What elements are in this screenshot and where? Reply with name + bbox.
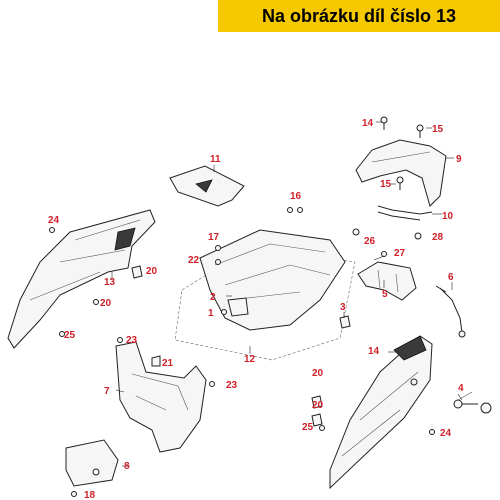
- callout-13: 13: [104, 277, 116, 288]
- part-6-cable[interactable]: [435, 285, 466, 338]
- callout-25: 25: [302, 422, 314, 433]
- callout-7: 7: [104, 386, 110, 397]
- callout-9: 9: [456, 154, 462, 165]
- callout-26: 26: [364, 236, 376, 247]
- callout-2: 2: [210, 292, 216, 303]
- part-8-cover-plate[interactable]: [65, 439, 119, 487]
- part-10-bracket[interactable]: [377, 205, 433, 221]
- callout-25: 25: [64, 330, 76, 341]
- part-9-grab-handle[interactable]: [355, 139, 447, 207]
- highlight-banner: Na obrázku díl číslo 13: [218, 0, 500, 32]
- part-7-front-cover[interactable]: [115, 341, 207, 453]
- callout-11: 11: [210, 154, 221, 165]
- callout-16: 15: [380, 179, 392, 190]
- callout-19: 18: [84, 490, 96, 500]
- callout-8: 8: [124, 461, 130, 472]
- leader-lines: [111, 121, 463, 467]
- part-12-storage-box[interactable]: [174, 229, 356, 361]
- callout-labels: 11 14 15 9 15 16 10 24 17 26 28 22 27 20…: [48, 118, 464, 500]
- fasteners: [49, 116, 435, 497]
- callout-15: 15: [432, 124, 444, 135]
- callout-20: 20: [312, 368, 324, 379]
- callout-23: 23: [226, 380, 238, 391]
- callout-28: 28: [432, 232, 444, 243]
- callout-1: 1: [208, 308, 214, 319]
- callout-5: 5: [382, 289, 388, 300]
- callout-27: 27: [394, 248, 406, 259]
- callout-17: 16: [290, 191, 302, 202]
- callout-12: 12: [244, 354, 256, 365]
- callout-21: 21: [162, 358, 174, 369]
- callout-4: 4: [458, 383, 464, 394]
- callout-20: 20: [312, 400, 324, 411]
- part-14-right-side-panel[interactable]: [329, 335, 433, 490]
- callout-15: 14: [362, 118, 374, 129]
- callout-20: 20: [100, 298, 112, 309]
- callout-18: 17: [208, 232, 220, 243]
- part-11-lid[interactable]: [169, 165, 245, 207]
- callout-20: 20: [146, 266, 158, 277]
- callout-10: 10: [442, 211, 454, 222]
- callout-6: 6: [448, 272, 454, 283]
- callout-14: 14: [368, 346, 380, 357]
- callout-24: 24: [440, 428, 452, 439]
- callout-24: 24: [48, 215, 60, 226]
- part-13-left-side-panel[interactable]: [7, 209, 156, 349]
- part-5-bracket[interactable]: [357, 261, 417, 301]
- part-4-lock[interactable]: [453, 391, 492, 414]
- callout-23: 23: [126, 335, 138, 346]
- banner-text: Na obrázku díl číslo 13: [261, 6, 457, 26]
- callout-3: 3: [340, 302, 346, 313]
- callout-22: 22: [188, 255, 200, 266]
